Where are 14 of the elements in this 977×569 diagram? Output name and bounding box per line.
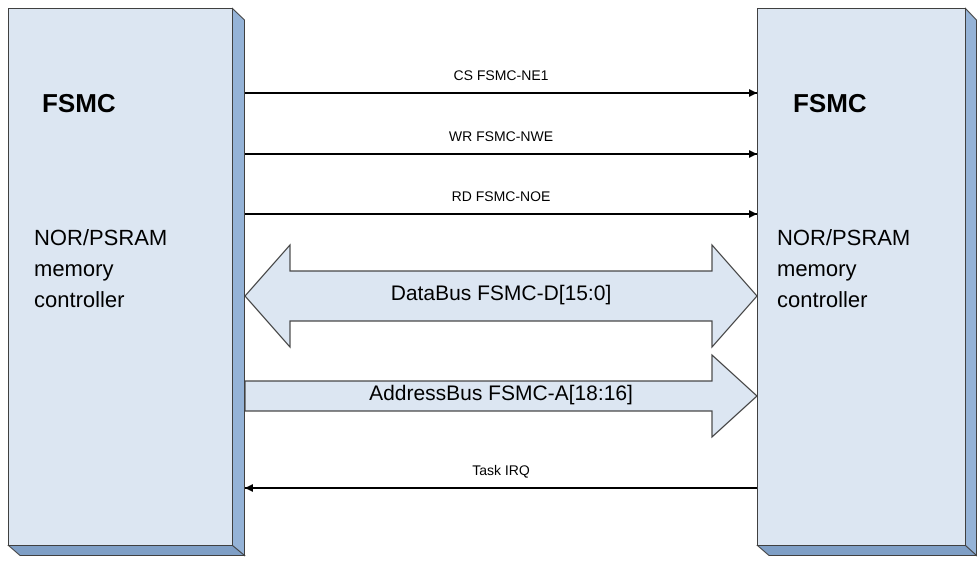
- block-description: NOR/PSRAM memory controller: [34, 224, 168, 314]
- edge-label: Task IRQ: [470, 462, 532, 478]
- controller-block: [757, 8, 977, 556]
- block-title: FSMC: [793, 88, 867, 119]
- edge-label: CS FSMC-NE1: [452, 67, 550, 83]
- edge-label: WR FSMC-NWE: [446, 128, 556, 144]
- controller-block: [8, 8, 245, 556]
- edge-label: RD FSMC-NOE: [450, 188, 552, 204]
- block-title: FSMC: [42, 88, 116, 119]
- arrow: [245, 210, 757, 218]
- arrow: [245, 89, 757, 97]
- arrow: [245, 150, 757, 158]
- block-description: NOR/PSRAM memory controller: [777, 224, 912, 314]
- arrow: [245, 484, 757, 492]
